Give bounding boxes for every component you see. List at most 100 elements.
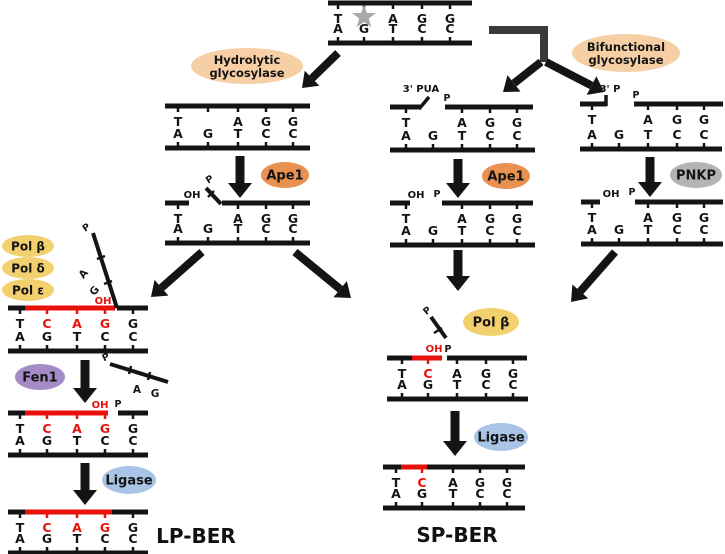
base-a: A: [173, 126, 183, 141]
excised-flap-phosphate-label: P: [100, 351, 111, 364]
arrow-fen1: [73, 360, 97, 403]
base-c: C: [128, 531, 137, 546]
pol-epsilon-lp-ellipse: [2, 279, 54, 301]
pol-beta-sp-ellipse: [463, 308, 519, 336]
base-g: G: [203, 221, 213, 236]
base-a: A: [391, 486, 401, 501]
base-c: C: [417, 475, 426, 490]
bifunctional-glycosylase-label-line2: glycosylase: [588, 53, 663, 67]
ligase-lp-pill: Ligase: [102, 466, 156, 494]
base-a: A: [452, 366, 462, 381]
base-c: C: [128, 329, 137, 344]
arrow-shaft: [158, 249, 205, 291]
pol-delta-lp-ellipse: [2, 257, 54, 279]
base-a: A: [457, 211, 467, 226]
chemistry-label-p: P: [434, 189, 441, 200]
lp-flap-strand: [91, 232, 119, 309]
base-t: T: [458, 128, 467, 143]
base-t: T: [234, 221, 243, 236]
fen1-ellipse: [15, 364, 65, 390]
base-t: T: [588, 210, 597, 225]
chemistry-label-p: P: [115, 399, 122, 410]
pol-delta-lp-label: Pol δ: [11, 262, 45, 276]
arrow-head: [333, 281, 351, 298]
chemistry-label-p: P: [633, 90, 640, 101]
base-t: T: [449, 486, 458, 501]
base-g: G: [614, 222, 624, 237]
base-g: G: [445, 11, 455, 26]
base-g: G: [502, 475, 512, 490]
pol-beta-lp-ellipse: [2, 235, 54, 257]
base-g: G: [481, 366, 491, 381]
arrow-ape1-left: [228, 156, 252, 198]
base-c: C: [699, 222, 708, 237]
chemistry-label-oh: OH: [408, 190, 425, 201]
chemistry-label-oh: OH: [92, 400, 109, 411]
base-g: G: [42, 433, 52, 448]
excised-flap-strand: [109, 362, 169, 384]
base-t: T: [644, 222, 653, 237]
arrow-to-sp-from-left: [292, 248, 351, 298]
base-g: G: [261, 211, 271, 226]
base-a: A: [457, 115, 467, 130]
ape1-left-ellipse: [261, 162, 309, 188]
base-c: C: [445, 21, 454, 36]
base-a: A: [448, 475, 458, 490]
base-c: C: [261, 221, 270, 236]
base-t: T: [453, 377, 462, 392]
three-prime-p-label: 3' P: [600, 84, 621, 95]
pol-beta-lp-pill: Pol β: [2, 235, 54, 257]
base-a: A: [72, 316, 82, 331]
ligase-lp-label: Ligase: [105, 474, 153, 489]
base-c: C: [100, 329, 109, 344]
arrow-head: [503, 75, 521, 92]
fen1-pill: Fen1: [15, 364, 65, 390]
chemistry-label-p: P: [444, 93, 451, 104]
base-c: C: [100, 433, 109, 448]
base-g: G: [128, 421, 138, 436]
base-a: A: [173, 221, 183, 236]
chemistry-label-oh: OH: [603, 189, 620, 200]
base-c: C: [100, 531, 109, 546]
lp-flap-base-a: A: [76, 266, 91, 281]
base-g: G: [100, 520, 110, 535]
base-a: A: [643, 112, 653, 127]
base-t: T: [73, 433, 82, 448]
arrow-to-hydrolytic: [302, 50, 341, 88]
base-t: T: [588, 112, 597, 127]
ape1-middle-ellipse: [482, 163, 530, 189]
chemistry-label-oh: OH: [95, 296, 112, 307]
arrow-shaft: [577, 249, 619, 295]
base-a: A: [388, 11, 398, 26]
bifunctional-glycosylase-ellipse: [572, 34, 680, 72]
base-g: G: [485, 115, 495, 130]
arrow-to-lp-ber: [151, 249, 205, 297]
pol-beta-sp-pill: Pol β: [463, 308, 519, 336]
lp-ber-label: LP-BER: [156, 524, 236, 548]
base-t: T: [644, 127, 653, 142]
excised-flap-base-a: A: [133, 384, 142, 396]
base-c: C: [42, 520, 51, 535]
pol-beta-sp-label: Pol β: [473, 316, 510, 331]
base-t: T: [174, 114, 183, 129]
arrow-ligase-sp: [443, 411, 467, 456]
base-a: A: [643, 210, 653, 225]
base-t: T: [389, 21, 398, 36]
hydrolytic-glycosylase-label-line1: Hydrolytic: [214, 53, 281, 67]
excised-flap-base-g: G: [151, 388, 160, 400]
arrow-to-sp-from-right: [571, 249, 619, 302]
base-t: T: [392, 475, 401, 490]
pnkp-ellipse: [670, 162, 722, 188]
base-t: T: [334, 11, 343, 26]
hydrolytic-glycosylase-ellipse: [191, 48, 303, 84]
